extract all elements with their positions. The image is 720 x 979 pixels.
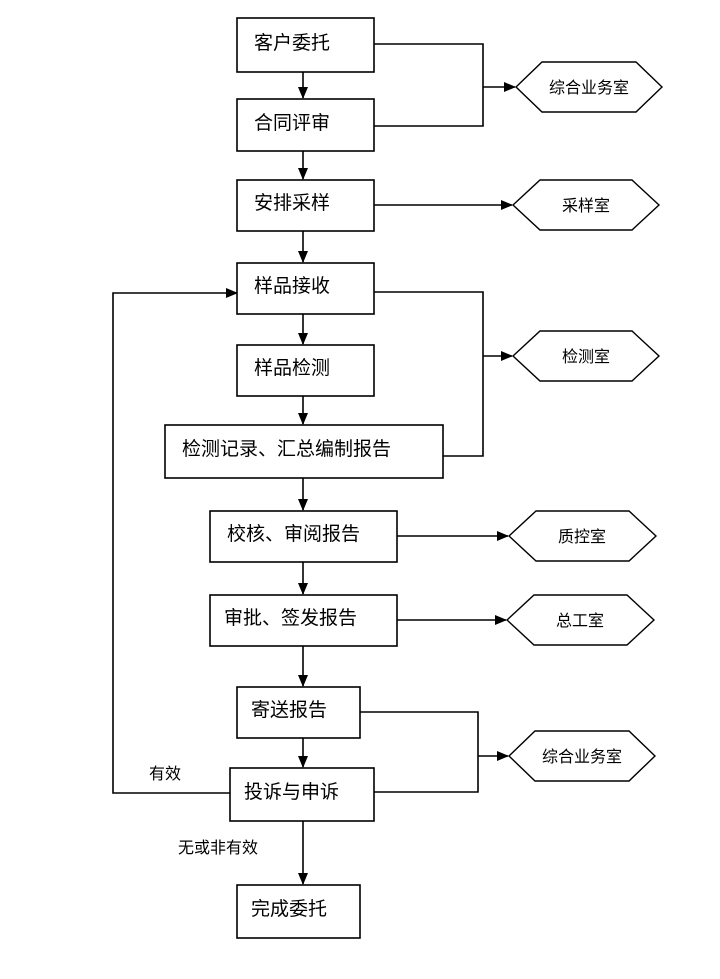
process-step-9: 寄送报告 (236, 686, 361, 739)
department-4: 质控室 (507, 510, 658, 562)
department-label: 综合业务室 (542, 747, 622, 766)
department-label: 总工室 (556, 611, 604, 630)
process-step-1: 客户委托 (236, 17, 375, 73)
bracket-s1-s2 (374, 43, 484, 127)
department-label: 质控室 (558, 527, 606, 546)
process-step-label: 投诉与申诉 (244, 781, 339, 803)
invalid-label: 无或非有效 (178, 838, 258, 857)
process-step-label: 审批、签发报告 (224, 607, 357, 629)
process-step-label: 寄送报告 (251, 699, 327, 721)
department-2: 采样室 (511, 179, 661, 231)
process-step-label: 合同评审 (254, 112, 330, 134)
process-step-label: 客户委托 (254, 32, 330, 54)
process-step-4: 样品接收 (236, 262, 375, 315)
department-label: 综合业务室 (549, 78, 629, 97)
process-step-label: 完成委托 (251, 898, 327, 920)
department-6: 综合业务室 (507, 730, 657, 782)
valid-label: 有效 (149, 764, 181, 783)
process-step-6: 检测记录、汇总编制报告 (164, 424, 444, 479)
department-3: 检测室 (511, 330, 661, 382)
department-5: 总工室 (505, 594, 656, 646)
department-label: 检测室 (562, 347, 610, 366)
process-step-label: 样品接收 (254, 275, 330, 297)
feedback-loop (112, 288, 238, 794)
bracket-s9-s10 (360, 711, 479, 793)
process-step-8: 审批、签发报告 (209, 594, 398, 647)
process-step-label: 校核、审阅报告 (227, 523, 360, 545)
process-step-3: 安排采样 (236, 179, 375, 232)
process-step-label: 样品检测 (254, 357, 330, 379)
process-step-label: 检测记录、汇总编制报告 (182, 438, 391, 460)
process-step-2: 合同评审 (236, 98, 375, 152)
process-step-10: 投诉与申诉 (229, 767, 375, 822)
department-label: 采样室 (562, 196, 610, 215)
process-step-11: 完成委托 (236, 884, 361, 939)
connectors (112, 43, 516, 885)
process-step-7: 校核、审阅报告 (209, 510, 398, 563)
department-1: 综合业务室 (514, 61, 664, 113)
process-step-label: 安排采样 (254, 192, 330, 214)
bracket-s4-s6 (374, 291, 484, 457)
process-step-5: 样品检测 (236, 344, 375, 397)
